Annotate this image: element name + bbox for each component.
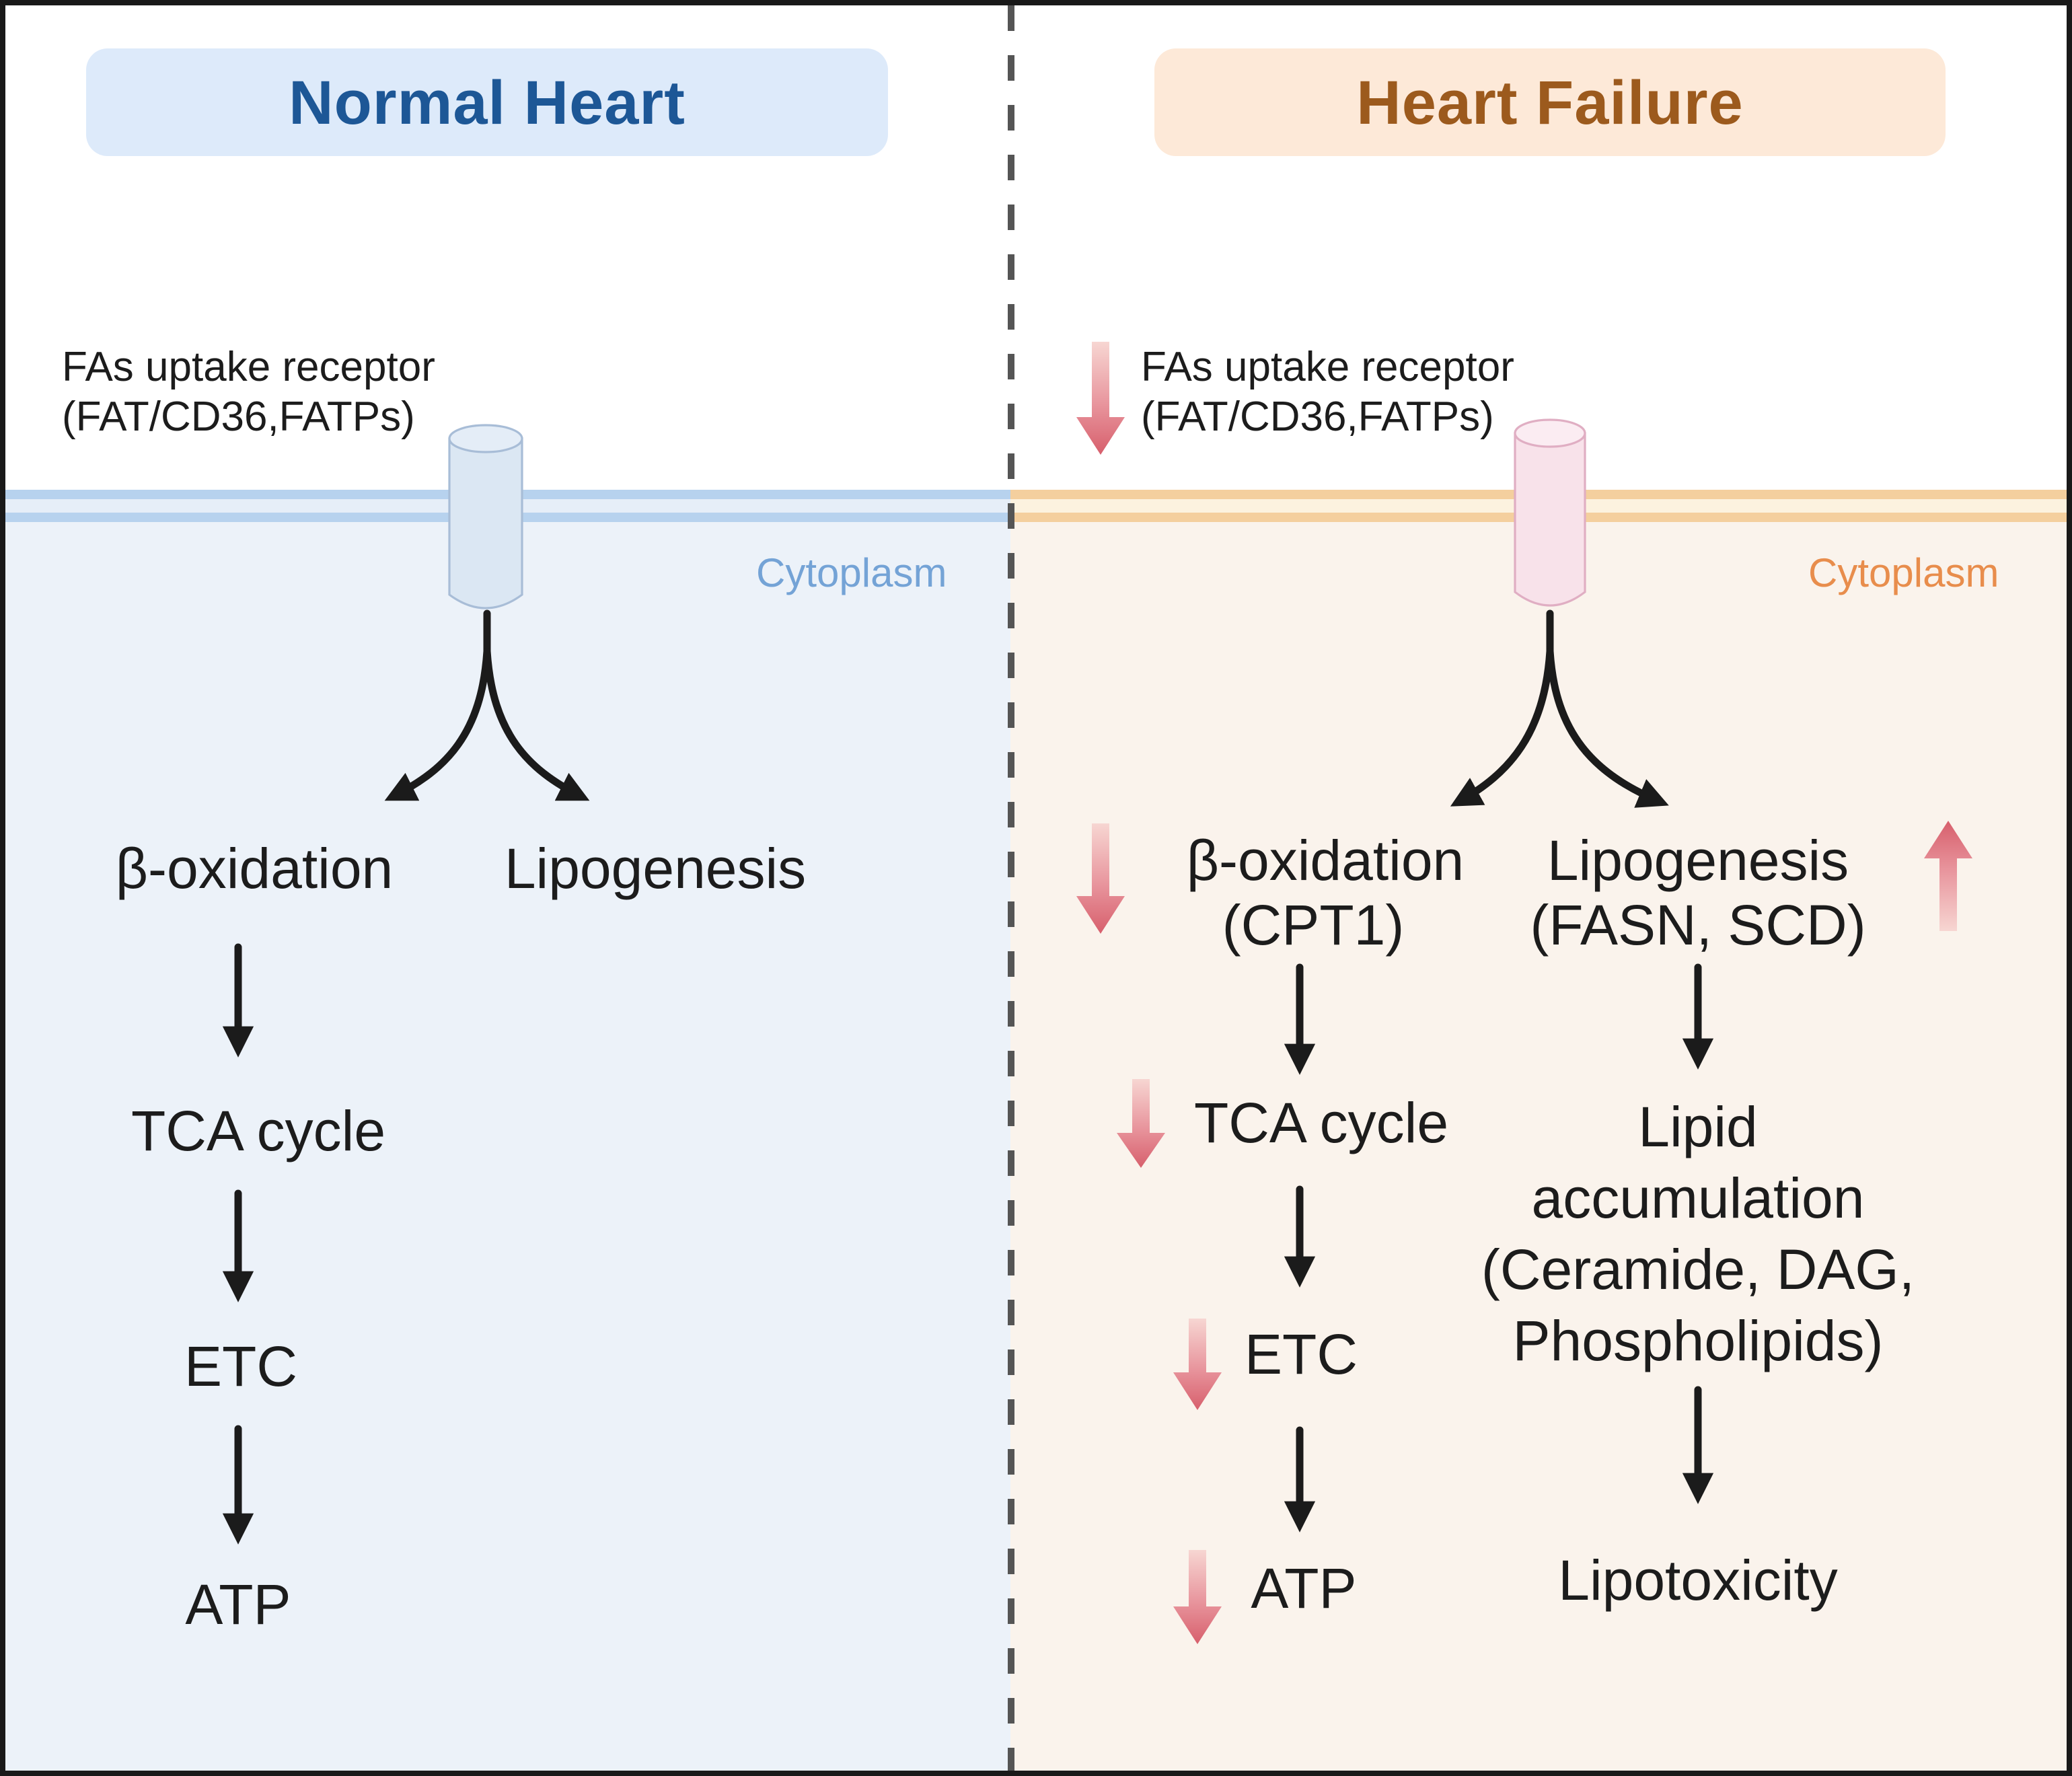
heart-failure-title: Heart Failure [1356,67,1744,137]
lipid-accumulation-line4: Phospholipids) [1512,1309,1884,1372]
node-failure-lipogenesis-enzymes: (FASN, SCD) [1530,893,1866,957]
failure-cytoplasm-label: Cytoplasm [1808,552,1999,596]
node-failure-beta-oxidation: β-oxidation [1186,829,1465,892]
receptor-label-line1: FAs uptake receptor [1141,343,1514,390]
decrease-arrow-icon-etc [1173,1319,1222,1410]
node-failure-etc: ETC [1245,1323,1358,1386]
failure-receptor-cylinder-icon [1514,418,1586,607]
receptor-label-line1: FAs uptake receptor [62,343,435,390]
node-normal-lipogenesis: Lipogenesis [504,837,807,900]
failure-pathway-arrows [1284,963,1714,1532]
node-normal-atp: ATP [185,1573,291,1636]
decrease-arrow-icon-tca [1117,1079,1165,1168]
lipid-accumulation-line2: accumulation [1531,1167,1865,1230]
node-normal-tca-cycle: TCA cycle [131,1099,386,1162]
decrease-arrow-icon-atp [1173,1550,1222,1644]
failure-cytoplasm-background [1010,522,2067,1771]
node-normal-beta-oxidation: β-oxidation [115,837,394,900]
normal-heart-title-badge: Normal Heart [86,48,888,156]
node-failure-lipid-accumulation: Lipid accumulation (Ceramide, DAG, Phosp… [1481,1091,1915,1376]
decrease-arrow-icon-beta-oxidation [1076,823,1125,934]
node-failure-atp: ATP [1251,1557,1357,1620]
node-failure-lipogenesis: Lipogenesis [1547,829,1849,892]
lipid-accumulation-line3: (Ceramide, DAG, [1481,1238,1915,1301]
normal-receptor-label: FAs uptake receptor (FAT/CD36,FATPs) [62,342,435,441]
heart-failure-title-badge: Heart Failure [1154,48,1946,156]
decrease-arrow-icon-receptor [1076,342,1125,455]
lipid-accumulation-line1: Lipid [1638,1095,1758,1158]
receptor-label-line2: (FAT/CD36,FATPs) [1141,393,1494,440]
normal-heart-title: Normal Heart [289,67,686,137]
node-normal-etc: ETC [184,1335,297,1398]
panel-divider-dashed-line [1008,5,1014,1771]
normal-cytoplasm-label: Cytoplasm [756,552,947,596]
normal-uptake-fork-arrows [384,609,590,801]
receptor-label-line2: (FAT/CD36,FATPs) [62,393,415,440]
failure-receptor-label: FAs uptake receptor (FAT/CD36,FATPs) [1141,342,1514,441]
node-failure-beta-oxidation-enzyme: (CPT1) [1222,893,1405,957]
node-failure-tca-cycle: TCA cycle [1193,1091,1449,1154]
normal-receptor-cylinder-icon [448,424,523,609]
increase-arrow-icon-lipogenesis [1924,821,1972,931]
node-failure-lipotoxicity: Lipotoxicity [1558,1549,1838,1612]
failure-uptake-fork-arrows [1450,609,1669,808]
